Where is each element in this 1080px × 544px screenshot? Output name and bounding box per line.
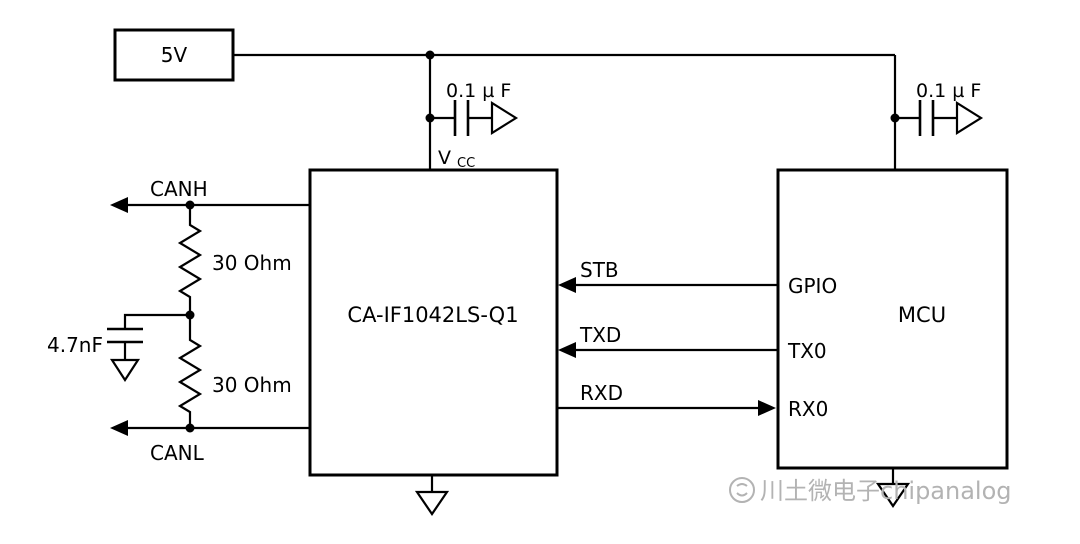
supply-5v-box	[113, 28, 235, 82]
chipanalog-logo-icon	[729, 477, 755, 503]
transceiver-name-label: CA-IF1042LS-Q1	[347, 303, 518, 327]
canh-line: CANH	[110, 177, 310, 213]
arrow-left-icon	[558, 342, 576, 358]
transceiver-ground	[414, 475, 450, 516]
decoupling-capacitor-right: 0.1 µ F	[895, 80, 984, 136]
junction-dot	[425, 50, 435, 60]
cap-value-label: 0.1 µ F	[446, 80, 511, 102]
ground-symbol-down-icon	[414, 490, 450, 516]
resistor-zigzag	[177, 205, 203, 315]
transceiver-body	[308, 168, 559, 477]
mcu-block: MCU GPIO TX0 RX0	[776, 168, 1009, 508]
arrow-right-icon	[758, 400, 776, 416]
mcu-ground	[875, 468, 911, 508]
vcc-pin-label: V CC	[438, 147, 475, 171]
can-bus-network: CANH CANL 30 Ohm 30 Ohm	[47, 177, 310, 465]
canh-label: CANH	[150, 177, 208, 201]
can-transceiver-block: CA-IF1042LS-Q1 V CC	[308, 147, 559, 516]
split-cap-lead-wire	[123, 313, 190, 329]
termination-resistor-bottom: 30 Ohm	[177, 315, 292, 428]
canl-label: CANL	[150, 441, 205, 465]
watermark: 川土微电子chipanalog	[729, 477, 1012, 505]
mcu-pin-gpio-label: GPIO	[788, 274, 837, 298]
supply-5v-label: 5V	[161, 43, 188, 67]
power-rail: 5V 0.1 µ F 0.	[113, 28, 984, 170]
split-cap-value-label: 4.7nF	[47, 333, 103, 357]
ground-symbol-right-icon	[955, 101, 984, 135]
txd-wire: TXD	[558, 323, 778, 358]
stb-wire: STB	[558, 258, 778, 293]
mcu-body	[776, 168, 1009, 470]
resistor-value-label: 30 Ohm	[212, 373, 292, 397]
ground-symbol-right-icon	[490, 101, 519, 135]
arrow-left-icon	[558, 277, 576, 293]
rxd-label: RXD	[580, 381, 623, 405]
watermark-text: 川土微电子chipanalog	[760, 477, 1012, 505]
mcu-name-label: MCU	[898, 303, 946, 327]
rxd-wire: RXD	[557, 381, 776, 416]
resistor-zigzag	[177, 315, 203, 428]
stb-label: STB	[580, 258, 619, 282]
split-capacitor: 4.7nF	[47, 313, 190, 383]
ground-symbol-down-icon	[109, 358, 141, 383]
mcu-pin-rx0-label: RX0	[788, 397, 828, 421]
arrow-left-icon	[110, 420, 128, 436]
canl-line: CANL	[110, 420, 310, 465]
decoupling-capacitor-left: 0.1 µ F	[430, 80, 519, 136]
cap-value-label: 0.1 µ F	[916, 80, 981, 102]
resistor-value-label: 30 Ohm	[212, 251, 292, 275]
mcu-pin-tx0-label: TX0	[787, 339, 827, 363]
termination-resistor-top: 30 Ohm	[177, 205, 292, 315]
signal-wires: STB TXD RXD	[557, 258, 778, 416]
ground-symbol-down-icon	[875, 482, 911, 508]
txd-label: TXD	[579, 323, 621, 347]
arrow-left-icon	[110, 197, 128, 213]
